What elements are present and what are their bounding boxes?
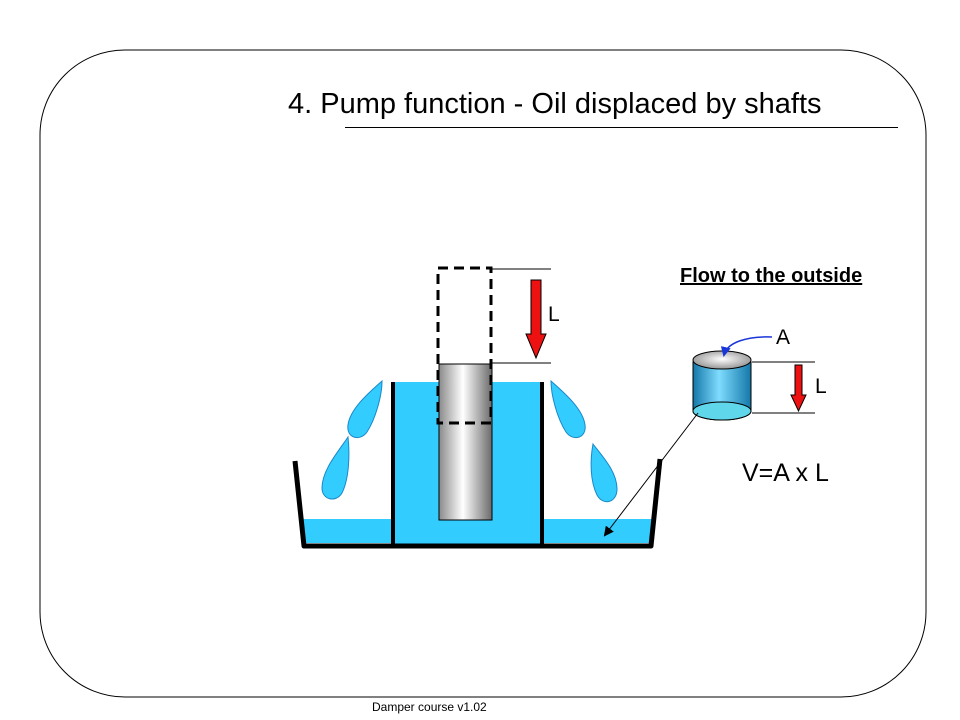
oil-drop-icon bbox=[347, 379, 383, 439]
outer-oil-right bbox=[542, 519, 652, 543]
flow-arrow-icon bbox=[603, 412, 699, 537]
oil-drop-icon bbox=[321, 435, 350, 500]
title-underline bbox=[345, 127, 898, 128]
stroke-length-label: L bbox=[548, 303, 560, 326]
oil-drop-icon bbox=[550, 379, 586, 439]
volume-cylinder-base bbox=[692, 401, 752, 421]
small-stroke-arrow-icon bbox=[790, 364, 807, 413]
outer-oil-left bbox=[300, 519, 392, 543]
outer-tank bbox=[292, 458, 663, 549]
area-pointer-icon bbox=[720, 336, 773, 357]
small-stroke-length-label: L bbox=[815, 375, 827, 398]
volume-cylinder-top bbox=[692, 350, 752, 370]
slide-title: 4. Pump function - Oil displaced by shaf… bbox=[288, 88, 822, 120]
footer-text: Damper course v1.02 bbox=[372, 700, 487, 714]
shaft-start-position bbox=[436, 266, 493, 425]
volume-formula: V=A x L bbox=[742, 459, 829, 487]
stroke-arrow-icon bbox=[525, 279, 547, 360]
slide-frame bbox=[39, 49, 927, 698]
shaft bbox=[438, 363, 493, 521]
oil-drop-icon bbox=[590, 442, 618, 503]
area-label: A bbox=[776, 326, 791, 349]
flow-label: Flow to the outside bbox=[680, 265, 863, 287]
